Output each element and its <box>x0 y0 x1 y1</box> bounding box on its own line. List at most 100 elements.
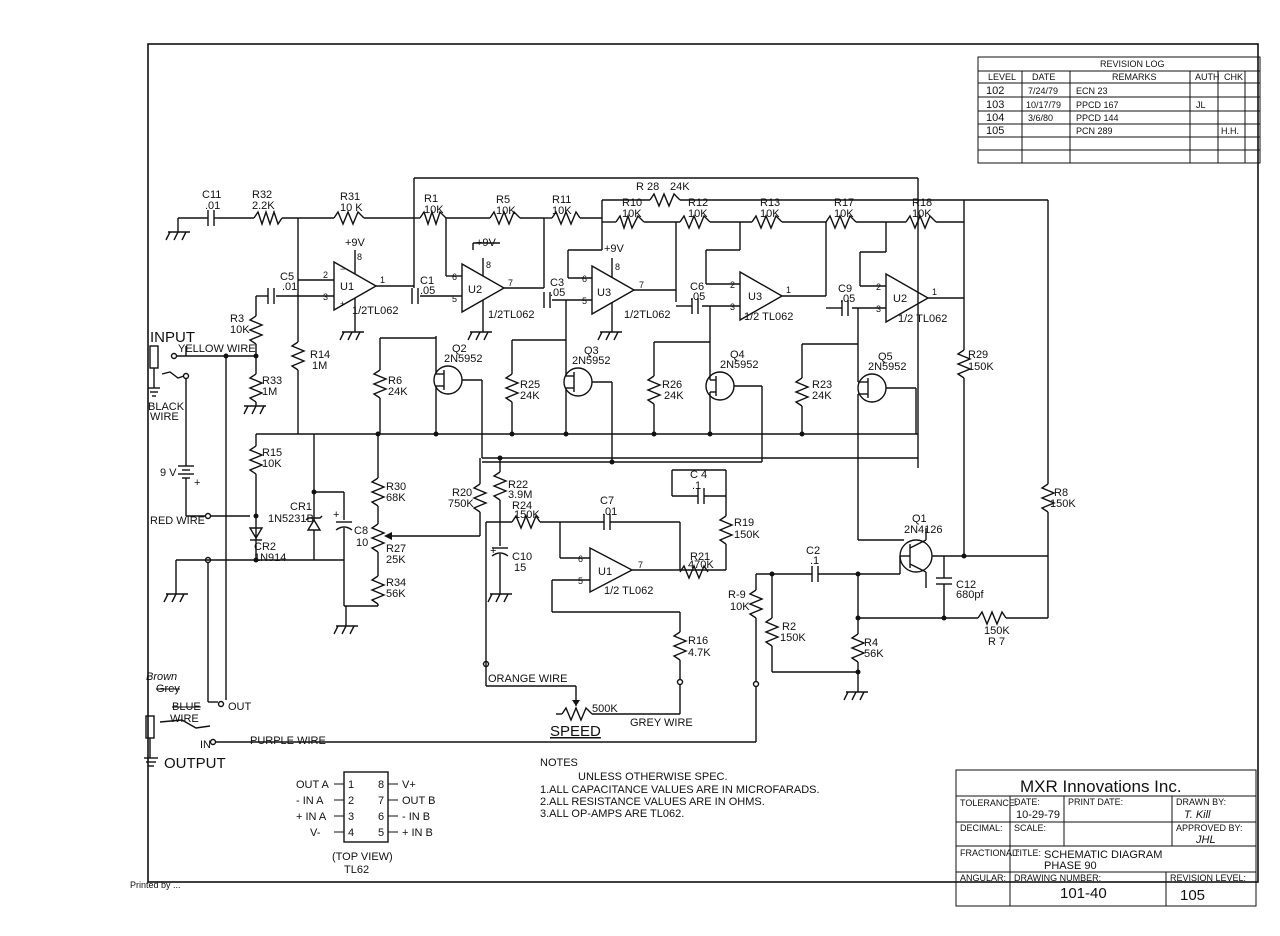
opamp-u2-stage5 <box>885 272 930 324</box>
wire-label: WIRE <box>170 713 199 725</box>
label-r12-val: 10K <box>688 208 708 220</box>
label-q1-val: 2N4126 <box>904 524 943 536</box>
label-r27-ref: R27 <box>386 543 406 555</box>
opamp-stages: U1 1/2TL062 +9V 2 3 1 8 + − U2 1/2TL062 … <box>276 218 964 332</box>
label-c5-ref: C5 <box>280 271 294 283</box>
label-r22-ref: R22 <box>508 479 528 491</box>
opamp-u1-lfo <box>589 546 634 594</box>
label-c9-ref: C9 <box>838 283 852 295</box>
resistor-r28 <box>649 192 681 208</box>
black-wire-label: BLACK <box>148 401 185 413</box>
label-cr2-ref: CR2 <box>254 541 276 553</box>
input-label: INPUT <box>150 329 195 346</box>
printed-note: Printed by ... <box>130 880 181 890</box>
label-r18-val: 10K <box>912 208 932 220</box>
rev-row-remarks: PCN 289 <box>1076 126 1113 136</box>
pin-left-num: 4 <box>348 827 354 839</box>
opamp-u1b-part: 1/2 TL062 <box>604 585 653 597</box>
pin-num: 6 <box>578 554 583 564</box>
grey-struck-label: Grey <box>156 683 180 695</box>
label-r16-ref: R16 <box>688 635 708 647</box>
label-r19-ref: R19 <box>734 517 754 529</box>
pin-right-label: + IN B <box>402 827 433 839</box>
resistor-r30 <box>370 477 386 507</box>
label-r32-val: 2.2K <box>252 200 275 212</box>
label-r34-ref: R34 <box>386 577 406 589</box>
label-r26-val: 24K <box>664 390 684 402</box>
resistor-r26 <box>646 375 662 405</box>
label-c11-val: .01 <box>205 200 220 212</box>
label-r5-val: 10K <box>496 205 516 217</box>
title-block: MXR Innovations Inc. TOLERANCE: DATE: 10… <box>955 769 1257 907</box>
rev-row-level: 102 <box>986 85 1004 97</box>
scale-label: SCALE: <box>1014 823 1046 833</box>
pin-right-num: 8 <box>378 779 384 791</box>
label-q5-ref: Q5 <box>878 351 893 363</box>
date-label: DATE: <box>1014 797 1040 807</box>
r29-group: R29 150K <box>956 349 994 556</box>
resistor-r23 <box>794 377 810 407</box>
supply-label: +9V <box>345 237 366 249</box>
label-r8-val: 150K <box>1050 498 1076 510</box>
label-c4-ref: C 4 <box>690 469 707 481</box>
pin-right-label: OUT B <box>402 795 435 807</box>
resistor-r34 <box>370 575 386 605</box>
resistor-r33 <box>248 373 264 403</box>
label-r17-val: 10K <box>834 208 854 220</box>
company-name: MXR Innovations Inc. <box>1020 777 1182 796</box>
label-q3-val: 2N5952 <box>572 355 611 367</box>
label-r2-ref: R2 <box>782 621 796 633</box>
resistor-r12 <box>679 214 711 230</box>
label-r20-val: 750K <box>448 498 474 510</box>
resistor-r2 <box>764 617 780 647</box>
drawing-title-line2: PHASE 90 <box>1044 860 1097 872</box>
resistor-r17 <box>825 214 857 230</box>
approved-value: JHL <box>1195 834 1216 846</box>
label-r23-val: 24K <box>812 390 832 402</box>
label-r25-val: 24K <box>520 390 540 402</box>
angular-label: ANGULAR: <box>960 873 1006 883</box>
label-r1-val: 10K <box>424 204 444 216</box>
label-r8-ref: R8 <box>1054 487 1068 499</box>
label-q2-ref: Q2 <box>452 343 467 355</box>
label-r28-ref: R 28 <box>636 181 659 193</box>
note-item: 2.ALL RESISTANCE VALUES ARE IN OHMS. <box>540 796 765 808</box>
label-r1-ref: R1 <box>424 193 438 205</box>
resistor-r21 <box>679 564 709 580</box>
pin-right-num: 5 <box>378 827 384 839</box>
revision-label: REVISION LEVEL: <box>1170 873 1246 883</box>
pin-num: 1 <box>932 287 937 297</box>
label-r26-ref: R26 <box>662 379 682 391</box>
label-r12-ref: R12 <box>688 197 708 209</box>
label-r15-ref: R15 <box>262 447 282 459</box>
drawn-by-label: DRAWN BY: <box>1176 797 1226 807</box>
rev-row-level: 104 <box>986 112 1004 124</box>
label-r18-ref: R18 <box>912 197 932 209</box>
label-r4-val: 56K <box>864 648 884 660</box>
label-r33-val: 1M <box>262 386 277 398</box>
lfo-section: R20 750K R22 3.9M R24 150K C7 .01 C 4 .1 <box>448 458 760 740</box>
label-c6-ref: C6 <box>690 281 704 293</box>
pin-num: 2 <box>730 280 735 290</box>
coupling-caps: C5 .01 C1 .05 C3 .05 C6 .05 C9 .05 <box>256 271 855 316</box>
output-label: OUTPUT <box>164 755 226 772</box>
label-r11-ref: R11 <box>552 194 571 206</box>
resistor-r22 <box>492 471 508 501</box>
label-r7-ref: R 7 <box>988 636 1005 648</box>
label-r29-val: 150K <box>968 361 994 373</box>
label-c11-ref: C11 <box>202 189 221 201</box>
notes-intro: UNLESS OTHERWISE SPEC. <box>578 771 728 783</box>
resistor-r14 <box>290 341 306 371</box>
speed-potentiometer[interactable] <box>561 706 593 722</box>
jfet-network: Q2 2N5952 R6 24K Q3 2N5952 R25 24K <box>298 300 918 540</box>
blue-label: BLUE <box>172 701 201 713</box>
jfet-q2 <box>433 365 463 395</box>
grey-wire-label: GREY WIRE <box>630 717 693 729</box>
opamp-u3b-part: 1/2 TL062 <box>744 311 793 323</box>
label-c10-ref: C10 <box>512 551 532 563</box>
label-r31-ref: R31 <box>340 191 360 203</box>
drawing-title-line1: SCHEMATIC DIAGRAM <box>1044 849 1162 861</box>
yellow-wire-label: YELLOW WIRE <box>178 343 256 355</box>
label-r9-ref: R-9 <box>728 589 746 601</box>
resistor-r3 <box>248 315 264 345</box>
